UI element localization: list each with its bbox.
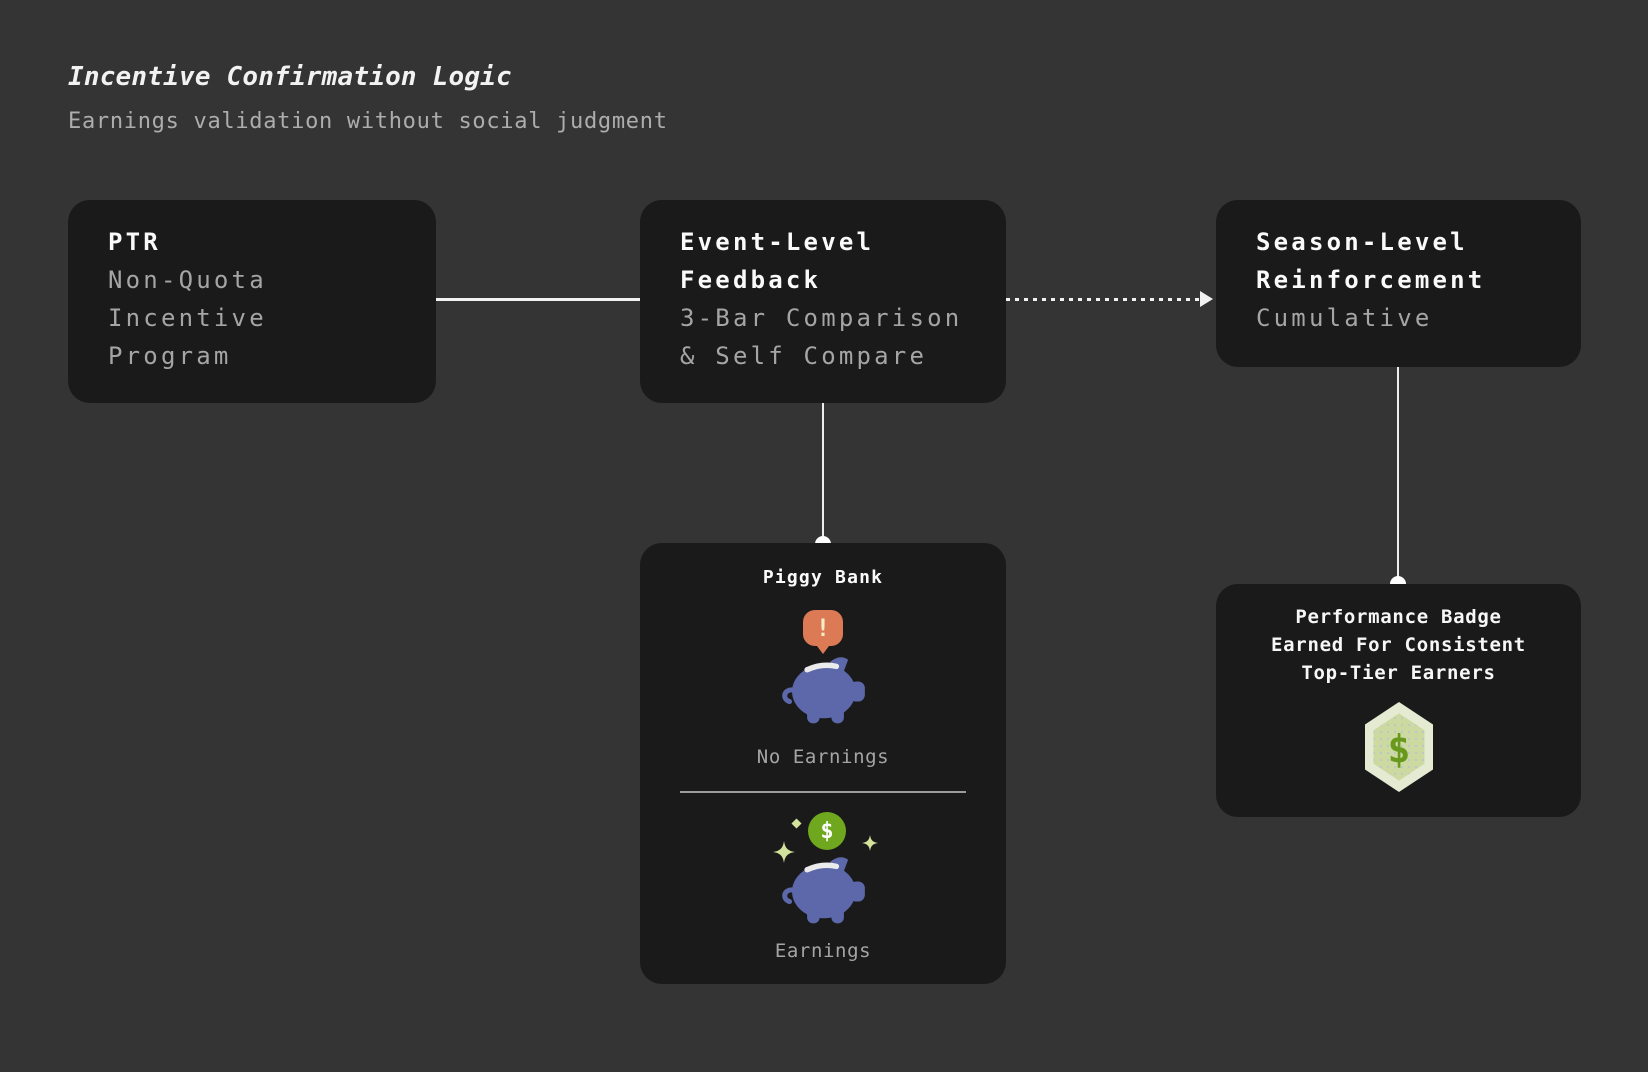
node-ptr: PTR Non-Quota Incentive Program	[68, 200, 436, 403]
page-title: Incentive Confirmation Logic	[68, 62, 512, 92]
node-piggy-bank: Piggy Bank ! No Earnings $ Earnings	[640, 543, 1006, 984]
coin-icon: $	[808, 812, 846, 850]
earnings-illustration: $	[761, 808, 885, 928]
node-season-level-reinforcement: Season-Level Reinforcement Cumulative	[1216, 200, 1581, 367]
connector-event-season-dotted	[1006, 298, 1202, 301]
node-season-body-line: Cumulative	[1256, 304, 1433, 332]
alert-bubble-icon: !	[803, 610, 843, 646]
node-season-heading-line: Reinforcement	[1256, 266, 1486, 294]
node-event-level-feedback: Event-Level Feedback 3-Bar Comparison & …	[640, 200, 1006, 403]
alert-exclamation: !	[815, 614, 831, 642]
piggy-card-divider	[680, 791, 966, 793]
node-ptr-body-line: Program	[108, 342, 232, 370]
page-subtitle: Earnings validation without social judgm…	[68, 109, 668, 134]
connector-season-badge	[1397, 367, 1399, 582]
node-event-body-line: & Self Compare	[680, 342, 928, 370]
node-ptr-body-line: Non-Quota	[108, 266, 267, 294]
performance-badge-text: Performance Badge Earned For Consistent …	[1216, 603, 1581, 687]
connector-event-piggy	[822, 403, 824, 543]
badge-dollar: $	[1387, 727, 1410, 771]
connector-ptr-event	[436, 298, 640, 301]
node-ptr-heading: PTR	[108, 228, 161, 256]
piggy-bank-no-earnings-icon	[779, 653, 867, 725]
node-event-body-line: 3-Bar Comparison	[680, 304, 963, 332]
piggy-bank-earnings-icon	[779, 853, 867, 925]
performance-badge-line: Earned For Consistent	[1271, 634, 1526, 656]
earnings-label: Earnings	[774, 940, 872, 962]
no-earnings-label: No Earnings	[756, 746, 890, 768]
badge-hexagon-icon: $	[1364, 702, 1433, 792]
sparkle-icon	[862, 835, 878, 851]
node-event-heading-line: Feedback	[680, 266, 822, 294]
node-event-heading-line: Event-Level	[680, 228, 875, 256]
piggy-bank-title: Piggy Bank	[762, 567, 884, 588]
node-season-heading-line: Season-Level	[1256, 228, 1468, 256]
performance-badge-line: Performance Badge	[1295, 606, 1502, 628]
node-performance-badge: Performance Badge Earned For Consistent …	[1216, 584, 1581, 817]
arrowhead-right-icon	[1200, 291, 1213, 307]
node-ptr-body-line: Incentive	[108, 304, 267, 332]
sparkle-icon	[791, 818, 802, 829]
coin-dollar: $	[820, 818, 834, 844]
performance-badge-line: Top-Tier Earners	[1301, 662, 1496, 684]
